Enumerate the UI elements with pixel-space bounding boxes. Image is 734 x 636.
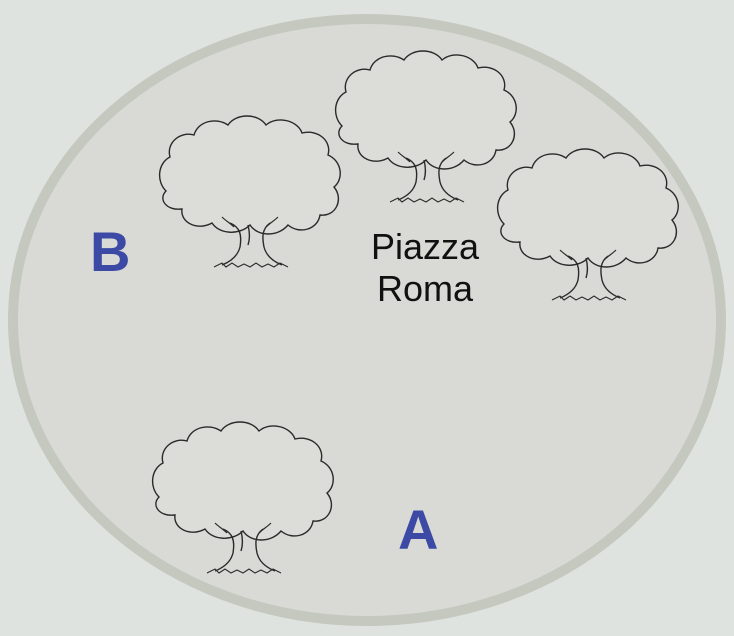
- point-a-label: A: [398, 498, 439, 561]
- point-b-label: B: [90, 220, 131, 283]
- place-name-line1: Piazza: [370, 226, 480, 267]
- place-name: Piazza Roma: [345, 226, 505, 310]
- place-name-line2: Roma: [376, 268, 474, 309]
